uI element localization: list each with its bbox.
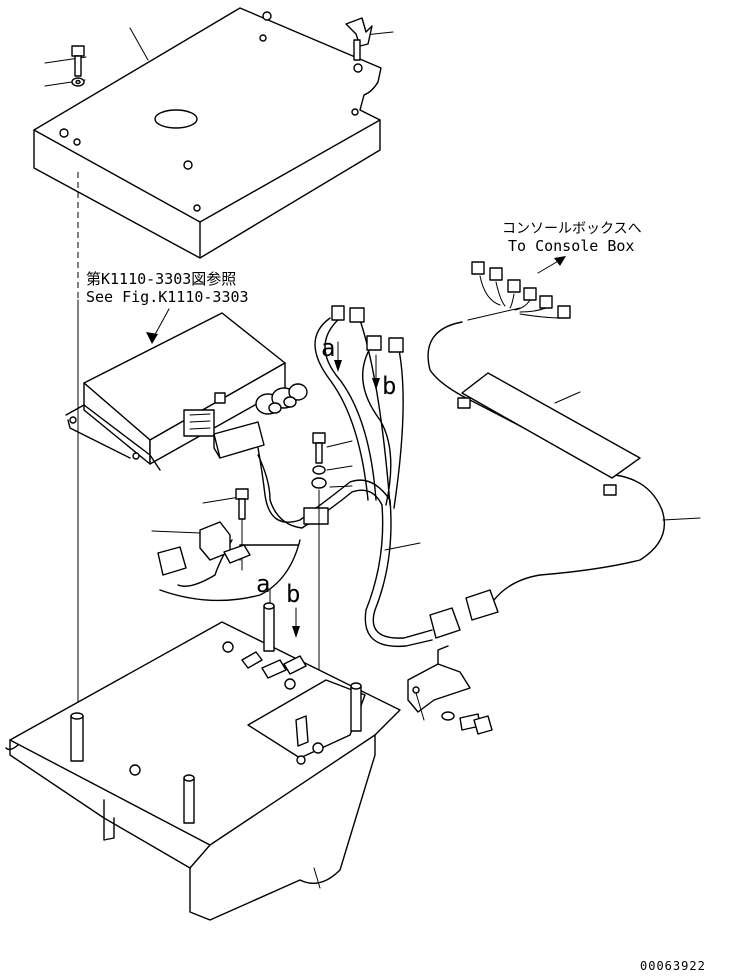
relay-connector-box — [213, 421, 265, 459]
leader-console-cover — [554, 391, 581, 404]
bolt-top-left — [71, 45, 85, 87]
base-plate — [5, 602, 401, 921]
reference-label-english: See Fig.K1110-3303 — [86, 288, 249, 306]
wing-bolt-top-right — [345, 17, 373, 61]
leader-lines-middle — [151, 440, 421, 551]
console-label-english: To Console Box — [508, 237, 635, 255]
bracket-connector — [407, 607, 471, 721]
arrow-controller — [146, 332, 158, 344]
reference-label-japanese: 第K1110-3303図参照 — [86, 270, 237, 288]
top-cover-plate — [33, 7, 382, 259]
bolt-lower-right — [441, 711, 493, 735]
part-number: 00063922 — [640, 959, 706, 973]
base-clips — [241, 651, 309, 747]
arrow-console-leader — [537, 259, 561, 274]
console-harness — [427, 261, 666, 621]
base-posts — [70, 602, 362, 824]
upper-harness-branch — [314, 305, 404, 509]
bolt-and-relay-left — [157, 488, 251, 576]
mark-a-upper: a — [321, 334, 336, 362]
mark-b-upper: b — [382, 372, 397, 400]
console-connectors — [471, 261, 571, 319]
arrow-console — [554, 256, 566, 266]
connector-cluster-on-controller — [255, 383, 308, 415]
console-label-japanese: コンソールボックスへ — [502, 221, 642, 237]
mark-a-lower: a — [256, 570, 271, 598]
mark-b-lower: b — [286, 580, 301, 608]
controller-unit — [65, 312, 308, 471]
leader-console-wire — [662, 517, 701, 521]
